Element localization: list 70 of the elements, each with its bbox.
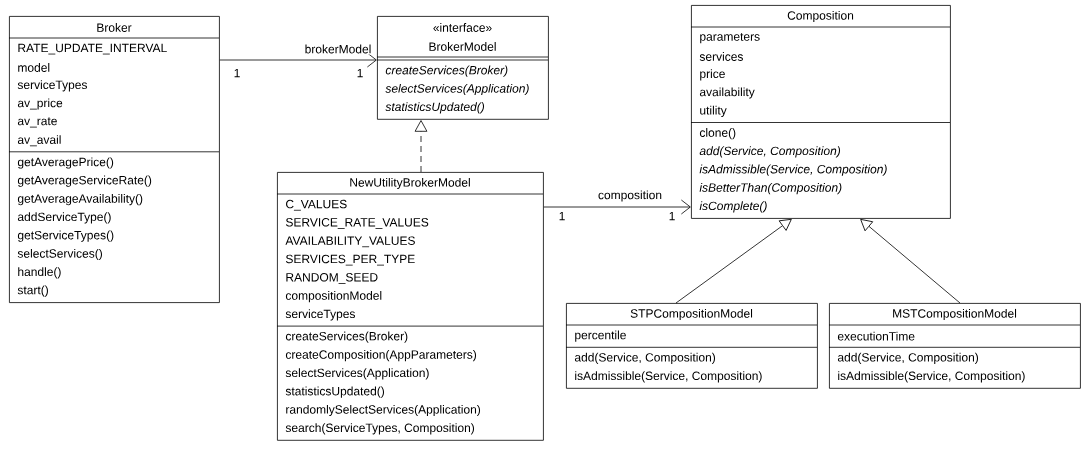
multiplicity-label: 1 bbox=[669, 211, 675, 221]
attribute-text: C_VALUES bbox=[286, 199, 347, 211]
attribute-text: SERVICE_RATE_VALUES bbox=[285, 218, 429, 229]
attribute-text: executionTime bbox=[837, 331, 915, 341]
method-text: isComplete() bbox=[699, 201, 767, 213]
class-box bbox=[828, 303, 1081, 389]
attribute-text: av_avail bbox=[17, 135, 61, 147]
attribute-text: serviceTypes bbox=[17, 80, 87, 92]
attribute-text: availability bbox=[699, 87, 755, 99]
method-text: randomlySelectServices(Application) bbox=[286, 404, 481, 417]
method-text: statisticsUpdated() bbox=[285, 386, 384, 398]
method-text: start() bbox=[17, 285, 48, 297]
attribute-text: compositionModel bbox=[285, 291, 382, 303]
method-text: isAdmissible(Service, Composition) bbox=[838, 371, 1025, 383]
method-text: add(Service, Composition) bbox=[574, 352, 715, 364]
method-text: isAdmissible(Service, Composition) bbox=[575, 371, 762, 383]
class-box bbox=[690, 5, 951, 219]
method-text: selectServices(Application) bbox=[385, 83, 529, 96]
class-name: Composition bbox=[787, 10, 854, 23]
class-name: STPCompositionModel bbox=[630, 308, 753, 321]
class-box bbox=[565, 303, 818, 389]
attribute-text: av_price bbox=[17, 98, 63, 110]
method-text: handle() bbox=[18, 267, 61, 279]
arrow bbox=[543, 199, 691, 215]
attribute-text: percentile bbox=[575, 330, 626, 342]
edge-label: composition bbox=[597, 189, 663, 203]
attribute-text: parameters bbox=[700, 33, 760, 44]
class-name: BrokerModel bbox=[429, 42, 496, 51]
multiplicity-label: 1 bbox=[357, 68, 363, 78]
method-text: search(ServiceTypes, Composition) bbox=[285, 423, 475, 435]
method-text: selectServices(Application) bbox=[285, 368, 429, 380]
class-name: NewUtilityBrokerModel bbox=[350, 177, 470, 190]
method-text: createServices(Broker) bbox=[285, 331, 408, 343]
class-name: Broker bbox=[97, 23, 132, 32]
method-text: add(Service, Composition) bbox=[699, 146, 841, 158]
class-box bbox=[276, 172, 544, 441]
attribute-text: AVAILABILITY_VALUES bbox=[285, 236, 415, 248]
method-text: addServiceType() bbox=[17, 212, 111, 224]
attribute-text: RANDOM_SEED bbox=[286, 273, 378, 284]
method-text: getServiceTypes() bbox=[17, 230, 114, 242]
arrow bbox=[219, 52, 377, 68]
class-name: MSTCompositionModel bbox=[893, 308, 1017, 321]
multiplicity-label: 1 bbox=[234, 68, 240, 78]
multiplicity-label: 1 bbox=[559, 211, 565, 221]
method-text: getAveragePrice() bbox=[17, 157, 114, 169]
method-text: isBetterThan(Composition) bbox=[699, 183, 842, 195]
attribute-text: model bbox=[18, 63, 50, 72]
attribute-text: serviceTypes bbox=[285, 309, 355, 321]
attribute-text: price bbox=[700, 69, 725, 81]
stereotype-text: «interface» bbox=[433, 23, 492, 32]
edge-label: brokerModel bbox=[303, 43, 373, 55]
method-text: add(Service, Composition) bbox=[837, 352, 978, 364]
method-text: isAdmissible(Service, Composition) bbox=[699, 164, 887, 176]
method-text: selectServices() bbox=[17, 248, 102, 261]
method-text: createComposition(AppParameters) bbox=[285, 350, 477, 362]
method-text: getAverageAvailability() bbox=[17, 194, 143, 206]
attribute-text: av_rate bbox=[17, 117, 57, 128]
attribute-text: utility bbox=[700, 105, 727, 117]
method-text: createServices(Broker) bbox=[385, 65, 508, 77]
class-box bbox=[376, 16, 549, 120]
attribute-text: SERVICES_PER_TYPE bbox=[285, 254, 415, 266]
method-text: getAverageServiceRate() bbox=[17, 175, 152, 187]
method-text: statisticsUpdated() bbox=[385, 102, 485, 114]
class-box bbox=[8, 16, 220, 303]
attribute-text: RATE_UPDATE_INTERVAL bbox=[18, 43, 167, 55]
arrow bbox=[675, 218, 792, 304]
attribute-text: services bbox=[699, 52, 743, 61]
method-text: clone() bbox=[699, 128, 736, 140]
arrow bbox=[860, 218, 961, 304]
arrow bbox=[414, 120, 428, 173]
